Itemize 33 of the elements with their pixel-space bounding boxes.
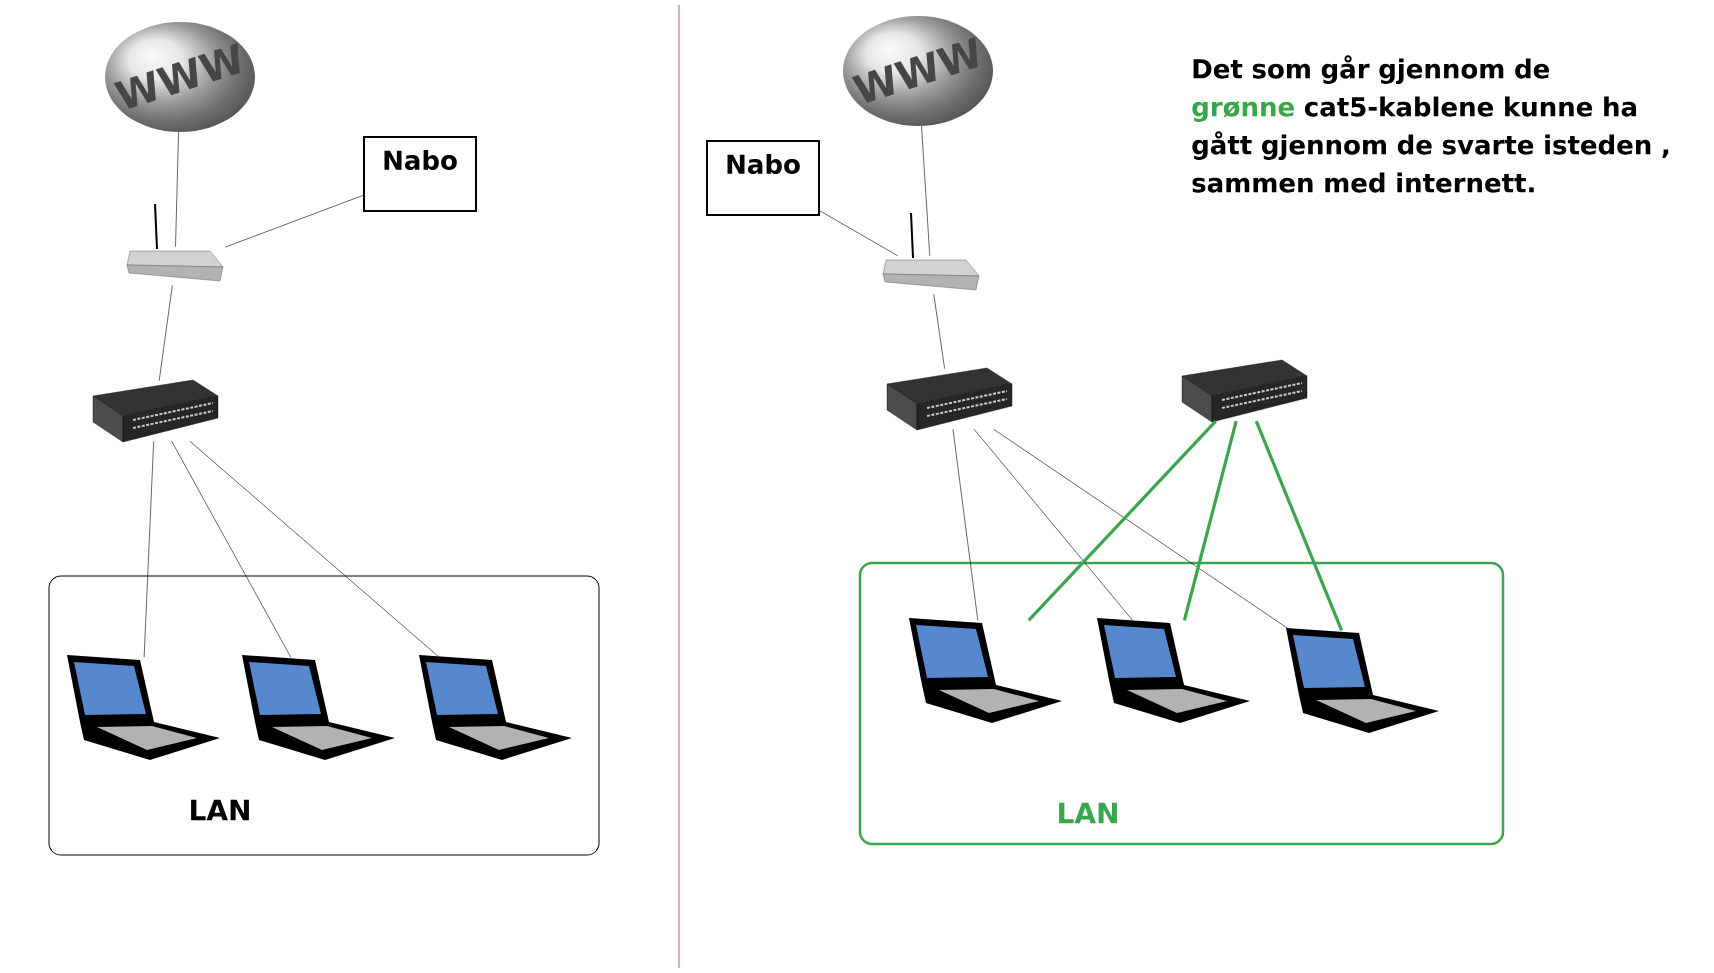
laptop-drawing — [242, 655, 395, 760]
switch-drawing — [92, 379, 219, 443]
cable-line — [952, 428, 979, 621]
cable-line — [921, 125, 931, 257]
cable-line — [1254, 420, 1344, 631]
globe-drawing: WWW — [113, 43, 240, 109]
laptop-drawing — [67, 655, 220, 760]
router-drawing — [882, 212, 980, 291]
laptop-drawing — [419, 655, 572, 760]
switch-drawing — [1181, 359, 1308, 423]
cable-line — [224, 195, 364, 248]
cable-line — [171, 440, 292, 658]
laptop-drawing — [1097, 618, 1250, 723]
cable-line — [933, 293, 945, 370]
cable-line — [189, 440, 440, 658]
cable-line — [993, 428, 1292, 631]
switch-drawing — [886, 367, 1013, 431]
globe-drawing: WWW — [851, 37, 978, 103]
label-box: Nabo — [363, 136, 477, 212]
lan-label: LAN — [191, 799, 249, 821]
cable-line — [158, 284, 173, 382]
cable-line — [143, 440, 154, 658]
lan-label: LAN — [1059, 802, 1117, 824]
cable-line — [1182, 420, 1238, 621]
router-drawing — [126, 203, 224, 282]
note-text: Det som går gjennom de grønne cat5-kablene kunne ha gått gjennom de svarte isteden , sammen med internett. — [1192, 55, 1669, 193]
cable-line — [1027, 420, 1217, 622]
cable-line — [819, 210, 899, 257]
label-box: Nabo — [706, 140, 820, 216]
laptop-drawing — [909, 618, 1062, 723]
cable-line — [973, 428, 1133, 621]
laptop-drawing — [1286, 628, 1439, 733]
cable-line — [175, 131, 179, 248]
